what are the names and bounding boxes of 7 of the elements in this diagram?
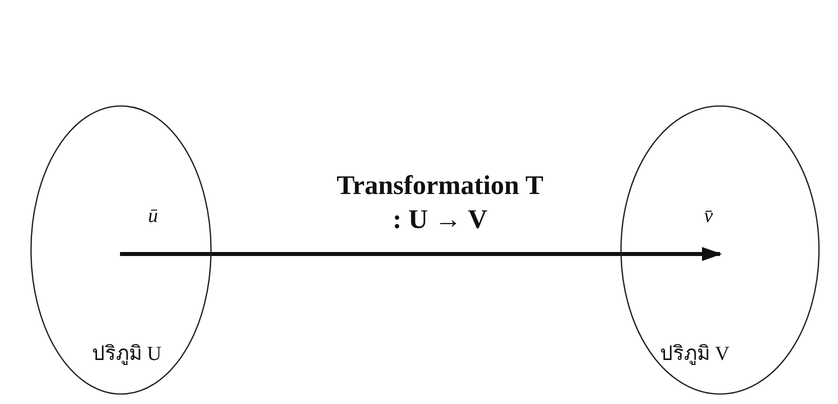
space-label: ปริภูมิ V xyxy=(660,342,730,367)
ellipse-region xyxy=(620,105,820,395)
ellipse-region xyxy=(30,105,212,395)
vector-symbol: ū xyxy=(148,205,158,228)
vector-symbol: v̄ xyxy=(704,205,713,228)
edge-label: Transformation T : U → V xyxy=(336,169,544,236)
space-label: ปริภูมิ U xyxy=(92,342,162,367)
